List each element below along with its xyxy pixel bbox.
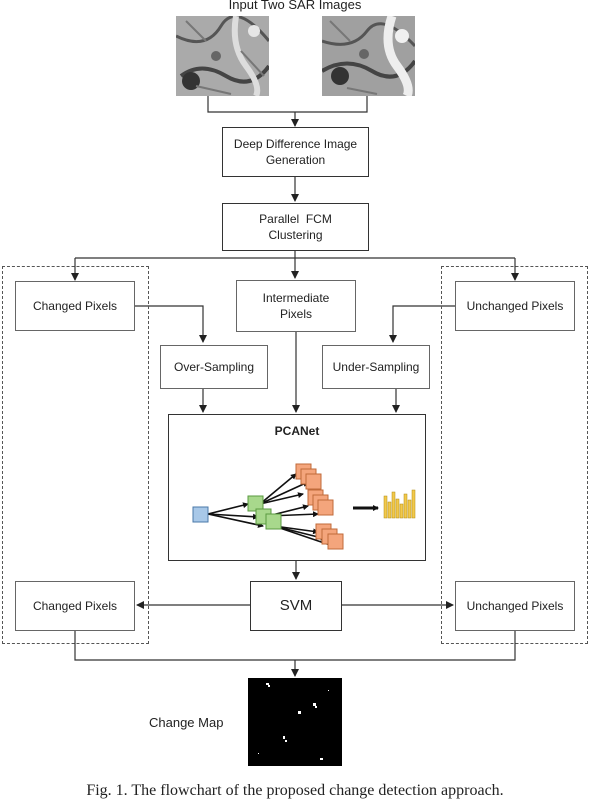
feature-map-icons [295, 463, 344, 550]
svm-box: SVM [250, 581, 342, 631]
oversampling-box: Over-Sampling [160, 345, 268, 389]
unchanged-pixels-top-label: Unchanged Pixels [466, 299, 564, 313]
pcanet-label: PCANet [274, 424, 320, 438]
unchanged-pixels-bottom-label: Unchanged Pixels [466, 599, 564, 613]
sar-merge-line [207, 95, 368, 113]
arrow-to-oversampling [135, 305, 207, 343]
sar-image-1 [176, 16, 269, 96]
fcm-box: Parallel FCM Clustering [222, 203, 369, 251]
figure-caption: Fig. 1. The flowchart of the proposed ch… [86, 782, 504, 799]
undersampling-box: Under-Sampling [322, 345, 430, 389]
change-map-image [248, 678, 342, 766]
input-title: Input Two SAR Images [228, 0, 362, 12]
changed-group [2, 266, 149, 644]
input-patch-icon [192, 506, 209, 523]
filter-square-icon [265, 513, 282, 530]
intermediate-pixels-label: Intermediate Pixels [262, 291, 330, 321]
intermediate-pixels-box: Intermediate Pixels [236, 280, 356, 332]
deep-difference-box: Deep Difference Image Generation [222, 127, 369, 177]
undersampling-label: Under-Sampling [332, 360, 420, 374]
unchanged-group [441, 266, 588, 644]
svm-label: SVM [279, 597, 313, 614]
changed-pixels-bottom-label: Changed Pixels [32, 599, 118, 613]
fcm-label: Parallel FCM Clustering [259, 212, 336, 242]
changed-pixels-top: Changed Pixels [15, 281, 135, 331]
oversampling-label: Over-Sampling [173, 360, 255, 374]
changed-pixels-bottom: Changed Pixels [15, 581, 135, 631]
unchanged-pixels-top: Unchanged Pixels [455, 281, 575, 331]
deep-difference-label: Deep Difference Image Generation [233, 137, 358, 167]
changed-pixels-top-label: Changed Pixels [32, 299, 118, 313]
arrow-to-undersampling [389, 305, 455, 343]
histogram-icon [383, 489, 416, 519]
sar-image-2 [322, 16, 415, 96]
unchanged-pixels-bottom: Unchanged Pixels [455, 581, 575, 631]
pcanet-diagram [192, 463, 416, 550]
change-map-label: Change Map [149, 715, 224, 730]
